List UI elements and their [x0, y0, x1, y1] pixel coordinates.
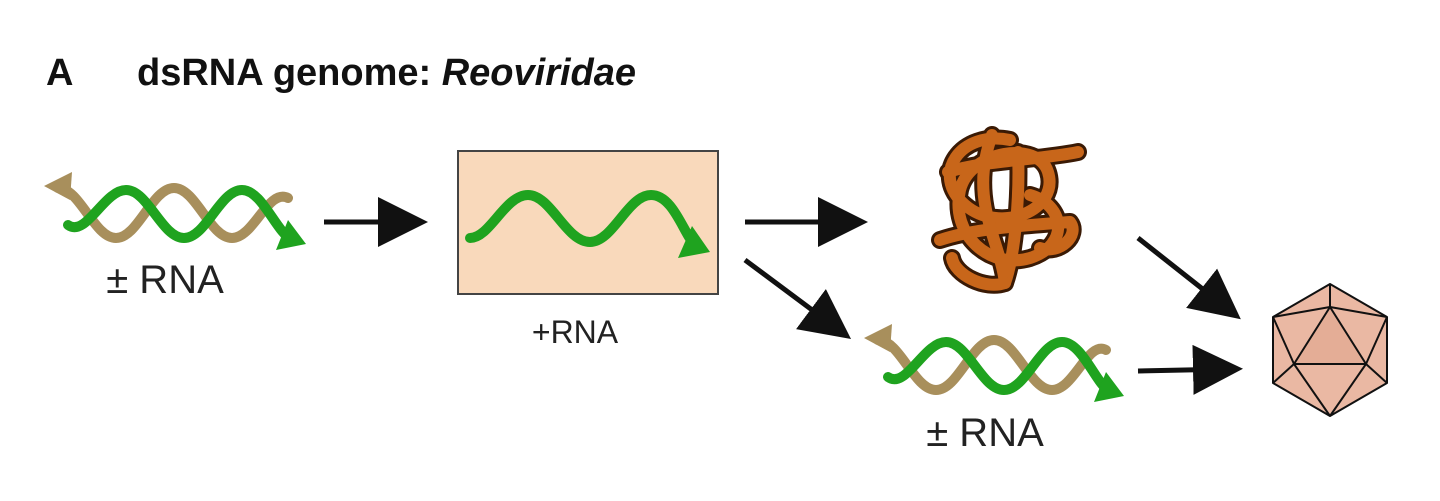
double-strand-rna-icon [44, 172, 306, 250]
figure-title-main: dsRNA genome: [137, 52, 442, 94]
arrow-icon [1137, 344, 1243, 395]
figure-title: dsRNA genome: Reoviridae [137, 52, 636, 94]
minus-strand-arrowhead [44, 172, 72, 200]
plus-strand-arrowhead [678, 226, 710, 258]
ds-rna-bottom-label: ± RNA [926, 411, 1044, 455]
plus-strand-wave [465, 189, 701, 251]
plus-strand [883, 336, 1115, 397]
arrow-icon [1136, 236, 1241, 320]
capsid-icon [1272, 283, 1388, 417]
plus-strand [63, 184, 297, 245]
ds-rna-left-label: ± RNA [106, 258, 224, 302]
arrow-icon [743, 257, 852, 339]
minus-strand-arrowhead [864, 324, 892, 352]
protein-icon [931, 126, 1087, 294]
plus-strand-arrowhead [1094, 372, 1124, 402]
double-strand-rna-icon [864, 324, 1124, 402]
plus-strand-arrowhead [276, 220, 306, 250]
minus-strand [873, 334, 1111, 396]
figure-title-italic: Reoviridae [442, 52, 636, 94]
plus-strand-rna-icon [465, 189, 710, 258]
plus-rna-label: +RNA [532, 314, 619, 350]
plus-rna-box [457, 150, 719, 295]
minus-strand [53, 182, 293, 244]
panel-letter: A [46, 52, 73, 94]
